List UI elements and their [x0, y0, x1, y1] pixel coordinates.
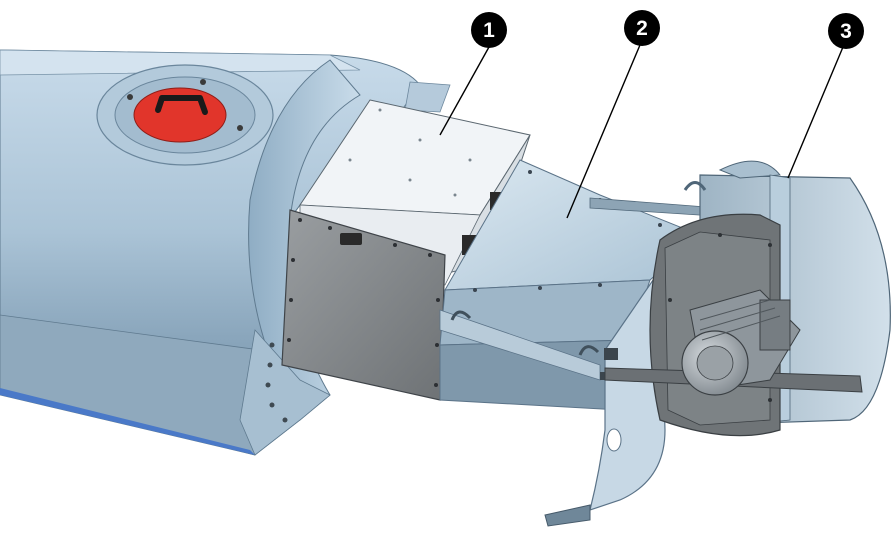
- leader-line-2: [566, 44, 641, 219]
- component-2-duct: [439, 159, 746, 411]
- leader-line-1: [439, 46, 490, 136]
- callout-2: 2: [624, 10, 660, 46]
- callout-3-label: 3: [840, 20, 852, 43]
- callout-1: 1: [471, 12, 507, 48]
- support-plate: [544, 268, 666, 527]
- callout-2-label: 2: [636, 17, 648, 40]
- leader-lines: [439, 44, 844, 219]
- motor-icon: [681, 289, 801, 396]
- hatch: [96, 64, 274, 166]
- leader-line-3: [787, 46, 844, 179]
- component-3-fan: [604, 160, 891, 437]
- hatch-handle-icon: [155, 95, 208, 115]
- callout-3: 3: [828, 13, 864, 49]
- main-housing: [0, 49, 451, 456]
- component-1-box: [281, 99, 531, 401]
- callout-1-label: 1: [483, 19, 495, 42]
